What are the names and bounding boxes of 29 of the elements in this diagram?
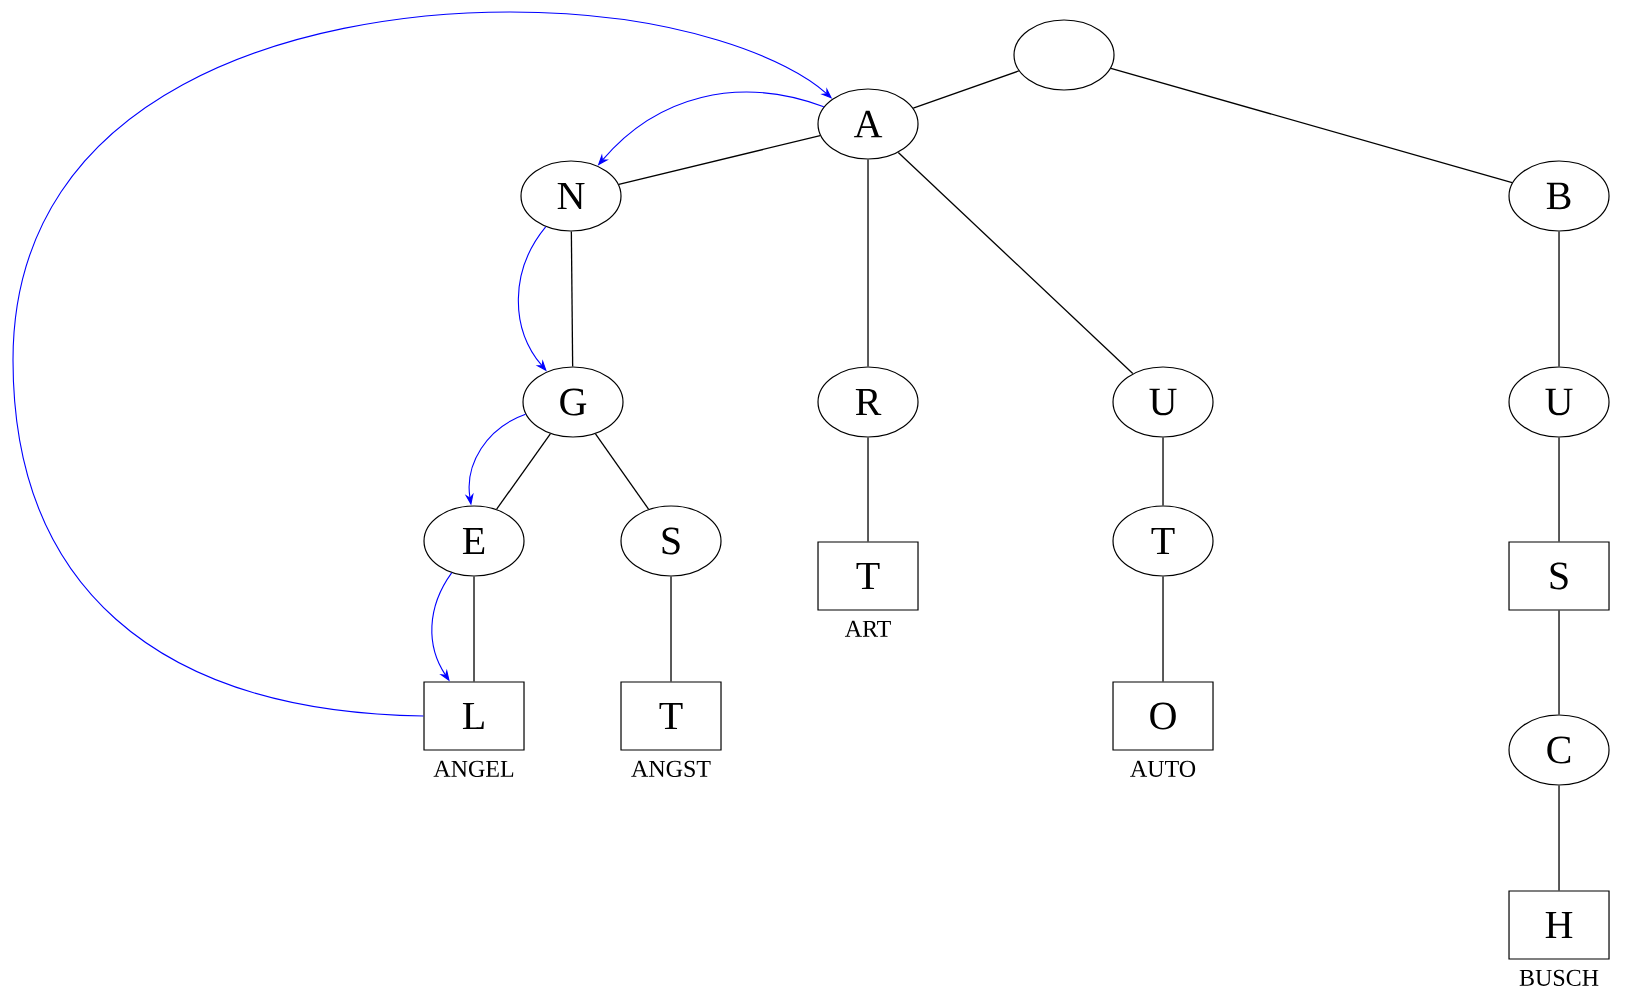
word-label: ANGST [631,760,711,777]
terminal-box: H [1508,890,1610,960]
tree-edge [1558,609,1560,716]
tree-edge [570,230,574,368]
terminal-box: L [423,681,525,751]
tree-edge [473,575,475,683]
tree-edge [594,433,650,510]
terminal-box: S [1508,541,1610,611]
terminal-box: T [817,541,919,611]
tree-edge [1162,575,1164,683]
word-label: ART [844,620,891,637]
tree-edge [1162,436,1164,507]
word-label: AUTO [1130,760,1196,777]
tree-edge [1558,230,1560,368]
tree-edge [670,575,672,683]
tree-edge [1110,67,1513,184]
tree-edge [1558,436,1560,543]
tree-edge [618,134,821,186]
empty-circle [1013,19,1115,91]
tree-edge [867,436,869,543]
tree-edge [867,158,869,368]
tree-edge [1558,784,1560,892]
terminal-box: O [1112,681,1214,751]
tree-edge [496,433,551,510]
word-label: BUSCH [1519,969,1599,986]
terminal-box: T [620,681,722,751]
tree-edge [897,151,1134,375]
word-label: ANGEL [433,760,514,777]
tree-edge [912,70,1020,109]
